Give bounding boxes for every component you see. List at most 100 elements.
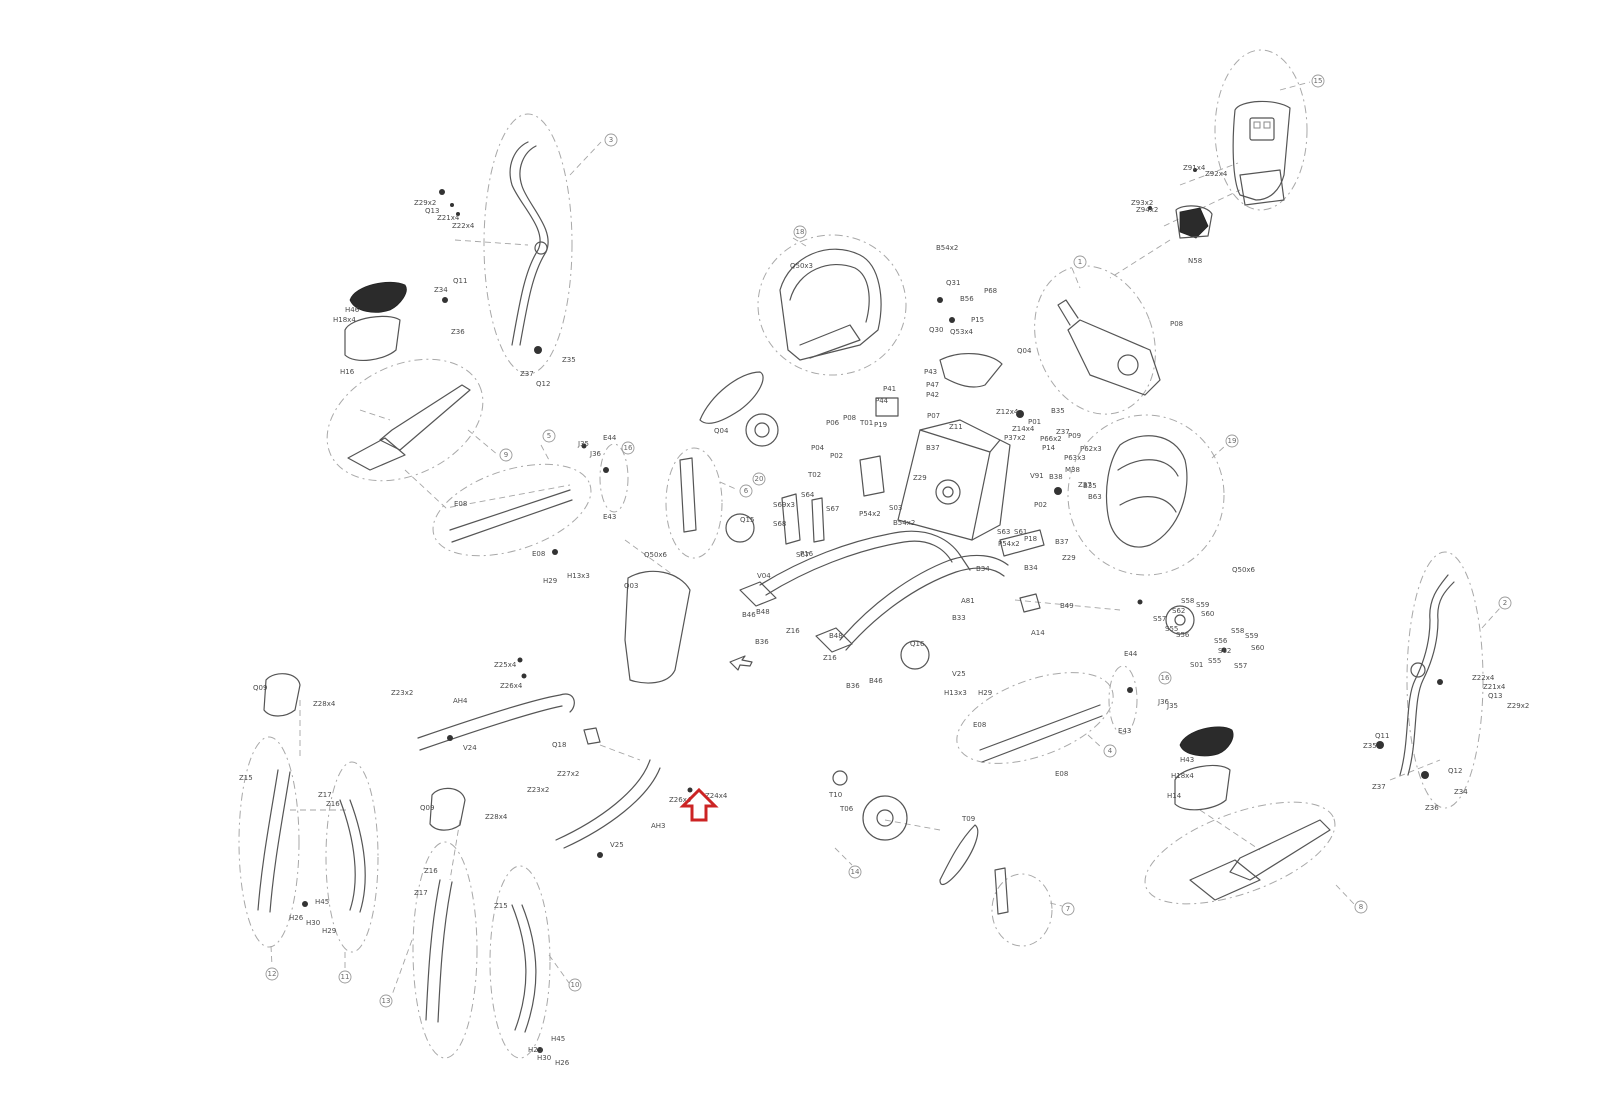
lower-links	[417, 489, 1103, 849]
part-label: Z22x4	[1472, 674, 1495, 682]
part-label: Z29	[913, 474, 927, 482]
callout-number: 20	[755, 475, 764, 483]
callout-circle	[499, 448, 513, 462]
part-label: B36	[846, 682, 860, 690]
part-label: S56	[1176, 631, 1190, 639]
part-label: Z16	[326, 800, 340, 808]
part-label: H18x4	[1171, 772, 1194, 780]
group-callout: 16	[1158, 671, 1172, 685]
part-label: T06	[839, 805, 854, 813]
part-label: V24	[463, 744, 477, 752]
part-label: J36	[1157, 698, 1170, 706]
part-label: B34	[1024, 564, 1038, 572]
callout-circle	[621, 441, 635, 455]
part-label: S62	[1172, 607, 1185, 615]
group-ellipse-7	[991, 873, 1053, 947]
part-label: H26	[555, 1059, 570, 1067]
part-label: E08	[973, 721, 986, 729]
group-ellipse-16a	[599, 443, 629, 513]
part-label: P19	[874, 421, 887, 429]
part-label: P14	[1042, 444, 1056, 452]
part-label: A14	[1031, 629, 1045, 637]
group-callout: 5	[542, 429, 556, 443]
part-label: S57	[1234, 662, 1247, 670]
part-label: Q12	[1448, 767, 1462, 775]
part-label: Z23x2	[391, 689, 413, 697]
part-label: J35	[1166, 702, 1178, 710]
part-label: B36	[755, 638, 769, 646]
part-label: B54x2	[936, 244, 958, 252]
part-label: Q13	[425, 207, 439, 215]
part-label: B49	[1060, 602, 1074, 610]
group-callout: 11	[338, 970, 352, 984]
main-frame	[739, 419, 1045, 653]
group-ellipse-15	[1214, 49, 1308, 211]
part-label: P54x2	[998, 540, 1020, 548]
callout-circle	[1061, 902, 1075, 916]
part-label: P08	[843, 414, 856, 422]
group-callout: 15	[1311, 74, 1325, 88]
part-label: H29	[543, 577, 557, 585]
group-callout: 12	[265, 967, 279, 981]
part-label: S67	[796, 551, 809, 559]
part-label: Q18	[552, 741, 566, 749]
part-label: S69x3	[773, 501, 795, 509]
part-label: Z91x4	[1183, 164, 1206, 172]
part-label: S03	[889, 504, 902, 512]
part-label: AH4	[453, 697, 468, 705]
callout-number: 10	[571, 981, 580, 989]
group-callout: 10	[568, 978, 582, 992]
part-label: B37	[926, 444, 940, 452]
group-callout: 13	[379, 994, 393, 1008]
part-label: Z16	[823, 654, 837, 662]
group-callout: 2	[1498, 596, 1512, 610]
part-label: S63	[997, 528, 1010, 536]
part-label: S58	[1181, 597, 1194, 605]
part-label: B63	[1088, 493, 1102, 501]
group-ellipse-1	[1034, 265, 1156, 415]
part-label: H46	[345, 306, 360, 314]
callout-circle	[1158, 671, 1172, 685]
part-label: P54x2	[859, 510, 881, 518]
part-label: B46	[869, 677, 883, 685]
part-label: S01	[1190, 661, 1203, 669]
callout-circle	[752, 472, 766, 486]
part-label: P68	[984, 287, 997, 295]
part-label: Q11	[453, 277, 467, 285]
part-label: S68	[773, 520, 786, 528]
callout-circle	[542, 429, 556, 443]
part-label: V04	[757, 572, 771, 580]
part-label: S55	[1208, 657, 1221, 665]
callout-circle	[338, 970, 352, 984]
part-label: B33	[952, 614, 966, 622]
leader-lines	[270, 81, 1501, 996]
part-label: Q31	[946, 279, 960, 287]
part-label: Z24x4	[705, 792, 728, 800]
group-callout: 20	[752, 472, 766, 486]
part-label: P63x3	[1064, 454, 1086, 462]
part-label: B46	[742, 611, 756, 619]
part-label: H45	[315, 898, 329, 906]
brackets	[583, 397, 1009, 915]
callout-number: 7	[1066, 905, 1070, 913]
part-label: E44	[1124, 650, 1138, 658]
callout-number: 1	[1078, 258, 1082, 266]
part-label: Z28x4	[313, 700, 336, 708]
part-label: AH3	[651, 822, 666, 830]
callout-circle	[379, 994, 393, 1008]
part-label: P01	[1028, 418, 1041, 426]
covers	[624, 248, 1188, 684]
part-label: S59	[1196, 601, 1209, 609]
part-label: H30	[537, 1054, 551, 1062]
part-label: Z16	[786, 627, 800, 635]
part-label: T02	[807, 471, 821, 479]
part-label: Z29x2	[414, 199, 436, 207]
part-label: H29	[528, 1046, 542, 1054]
part-label: Q03	[624, 582, 638, 590]
part-label: Z37	[1078, 481, 1092, 489]
part-label: H18x4	[333, 316, 356, 324]
drivetrain	[699, 371, 1195, 885]
part-label: E08	[1055, 770, 1068, 778]
part-label: Z28x4	[485, 813, 508, 821]
part-label: Z23x2	[527, 786, 549, 794]
